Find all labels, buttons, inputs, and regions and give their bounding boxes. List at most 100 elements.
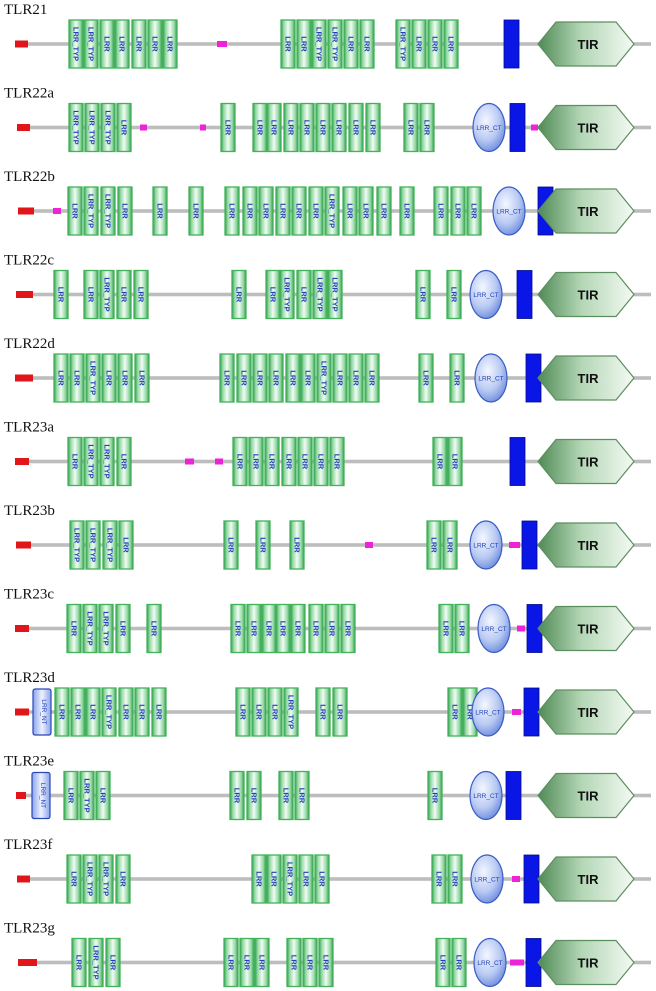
- tir-label: TIR: [578, 538, 600, 553]
- lrr-typ-domain: [395, 19, 411, 69]
- protein-name-label: TLR22d: [4, 336, 55, 352]
- lrr-ct-domain: [477, 603, 511, 654]
- lrr-domain: [411, 19, 427, 69]
- lrr-ct-label: LRR_CT: [475, 710, 500, 717]
- lrr-typ-domain: [88, 937, 104, 988]
- tir-domain: [537, 21, 635, 67]
- lrr-typ-label: LRR_TYP: [331, 277, 340, 311]
- lrr-domain: [251, 687, 267, 737]
- lrr-ct-label: LRR_CT: [476, 125, 501, 132]
- lrr-label: LRR: [70, 621, 79, 637]
- protein-name-label: TLR23g: [4, 921, 55, 937]
- lrr-label: LRR: [446, 537, 455, 553]
- tir-label: TIR: [578, 705, 600, 720]
- signal-peptide: [16, 291, 33, 298]
- lrr-label: LRR: [303, 120, 312, 136]
- lrr-domain: [403, 102, 419, 153]
- lrr-label: LRR: [234, 621, 243, 637]
- lrr-typ-label: LRR_TYP: [87, 444, 96, 478]
- lrr-domain: [442, 520, 458, 570]
- lrr-domain: [53, 353, 69, 403]
- lrr-domain: [146, 603, 162, 654]
- protein-backbone: [16, 543, 651, 547]
- lrr-domain: [115, 854, 131, 904]
- lrr-domain: [419, 102, 435, 153]
- signal-peptide: [15, 40, 28, 48]
- low-complexity-region: [53, 208, 61, 214]
- tir-domain: [537, 856, 635, 902]
- lrr-label: LRR: [282, 788, 291, 804]
- lrr-label: LRR: [455, 955, 464, 971]
- lrr-domain: [242, 186, 258, 236]
- lrr-domain: [70, 687, 86, 737]
- lrr-typ-label: LRR_TYP: [88, 110, 97, 144]
- lrr-label: LRR: [256, 370, 265, 386]
- lrr-label: LRR: [228, 203, 237, 219]
- lrr-label: LRR: [272, 370, 281, 386]
- lrr-domain: [447, 854, 463, 904]
- lrr-domain: [450, 186, 466, 236]
- lrr-domain: [116, 269, 132, 320]
- lrr-label: LRR: [369, 120, 378, 136]
- lrr-label: LRR: [368, 370, 377, 386]
- lrr-typ-domain: [69, 520, 85, 570]
- lrr-label: LRR: [362, 203, 371, 219]
- lrr-domain: [315, 102, 331, 153]
- tir-label: TIR: [578, 204, 600, 219]
- lrr-typ-domain: [279, 269, 295, 320]
- lrr-label: LRR: [119, 621, 128, 637]
- lrr-domain: [364, 353, 380, 403]
- lrr-domain: [433, 186, 449, 236]
- lrr-ct-label: LRR_CT: [477, 960, 502, 967]
- lrr-ct-domain: [472, 102, 506, 153]
- lrr-label: LRR: [430, 537, 439, 553]
- lrr-domain: [230, 603, 246, 654]
- lrr-domain: [296, 269, 312, 320]
- lrr-typ-label: LRR_TYP: [86, 611, 95, 645]
- lrr-label: LRR: [255, 704, 264, 720]
- lrr-ct-label: LRR_CT: [473, 543, 498, 550]
- protein-backbone: [17, 877, 651, 881]
- lrr-domain: [239, 937, 255, 988]
- lrr-label: LRR: [137, 287, 146, 303]
- lrr-typ-label: LRR_TYP: [320, 361, 329, 395]
- lrr-domain: [285, 353, 301, 403]
- lrr-domain: [134, 353, 150, 403]
- lrr-domain: [427, 770, 443, 821]
- lrr-label: LRR: [99, 788, 108, 804]
- lrr-typ-label: LRR_TYP: [287, 695, 296, 729]
- signal-peptide: [18, 959, 37, 966]
- lrr-domain: [118, 687, 134, 737]
- lrr-typ-domain: [101, 687, 117, 737]
- lrr-typ-domain: [79, 770, 95, 821]
- lrr-label: LRR: [236, 454, 245, 470]
- lrr-label: LRR: [302, 871, 311, 887]
- low-complexity-region: [140, 124, 147, 131]
- lrr-domain: [278, 770, 294, 821]
- lrr-domain: [332, 353, 348, 403]
- transmembrane-domain: [523, 687, 540, 737]
- lrr-typ-label: LRR_TYP: [104, 194, 113, 228]
- lrr-domain: [115, 603, 131, 654]
- lrr-domain: [431, 854, 447, 904]
- lrr-label: LRR: [439, 955, 448, 971]
- lrr-typ-domain: [85, 520, 101, 570]
- lrr-label: LRR: [156, 203, 165, 219]
- tir-domain: [537, 104, 635, 151]
- lrr-domain: [63, 770, 79, 821]
- lrr-label: LRR: [431, 788, 440, 804]
- lrr-ct-label: LRR_CT: [496, 209, 521, 216]
- lrr-label: LRR: [422, 370, 431, 386]
- lrr-label: LRR: [470, 203, 479, 219]
- lrr-domain: [162, 19, 178, 69]
- lrr-typ-domain: [98, 603, 114, 654]
- lrr-domain: [427, 19, 443, 69]
- lrr-domain: [296, 19, 312, 69]
- tir-label: TIR: [578, 455, 600, 470]
- lrr-label: LRR: [312, 621, 321, 637]
